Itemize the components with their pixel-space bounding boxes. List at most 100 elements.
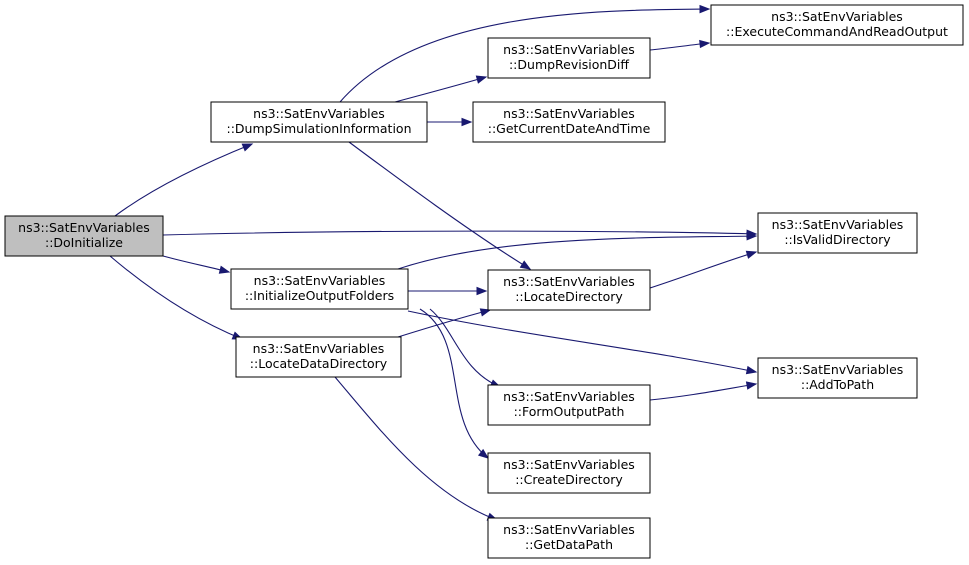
node-box — [487, 452, 651, 494]
arrowhead-icon — [699, 39, 711, 49]
node-getdate[interactable]: ns3::SatEnvVariables::GetCurrentDateAndT… — [472, 101, 666, 143]
node-method-label: ::LocateDataDirectory — [250, 356, 388, 371]
edge-doinit-to-isvalid — [162, 229, 758, 239]
arrowhead-icon — [476, 286, 488, 296]
node-method-label: ::FormOutputPath — [514, 404, 625, 419]
edge-line — [649, 383, 757, 401]
edges-layer — [109, 4, 758, 521]
edge-locdata-to-locdir — [397, 308, 492, 338]
node-namespace-label: ns3::SatEnvVariables — [503, 106, 635, 121]
node-box — [230, 268, 409, 310]
node-namespace-label: ns3::SatEnvVariables — [254, 273, 386, 288]
edge-dumpsim-to-locdir — [348, 141, 532, 270]
arrowhead-icon — [745, 250, 758, 259]
node-method-label: ::AddToPath — [801, 377, 874, 392]
node-doinit[interactable]: ns3::SatEnvVariables::DoInitialize — [4, 215, 164, 257]
node-namespace-label: ns3::SatEnvVariables — [503, 522, 635, 537]
node-namespace-label: ns3::SatEnvVariables — [253, 106, 385, 121]
edge-line — [419, 308, 489, 459]
arrowhead-icon — [519, 260, 532, 270]
edge-initout-to-isvalid — [397, 231, 758, 270]
node-locdata[interactable]: ns3::SatEnvVariables::LocateDataDirector… — [235, 336, 402, 378]
edge-locdir-to-isvalid — [649, 250, 758, 289]
edge-formout-to-addpath — [649, 381, 758, 401]
node-addpath[interactable]: ns3::SatEnvVariables::AddToPath — [757, 357, 918, 399]
arrowhead-icon — [461, 117, 473, 127]
edge-locdata-to-getdata — [334, 376, 499, 521]
arrowhead-icon — [479, 308, 492, 317]
edge-line — [109, 255, 243, 340]
node-box — [487, 384, 651, 426]
node-dumprev[interactable]: ns3::SatEnvVariables::DumpRevisionDiff — [487, 37, 651, 79]
node-namespace-label: ns3::SatEnvVariables — [503, 457, 635, 472]
node-namespace-label: ns3::SatEnvVariables — [503, 389, 635, 404]
edge-doinit-to-initout — [162, 255, 231, 274]
edge-line — [162, 255, 230, 273]
node-box — [487, 269, 651, 311]
node-method-label: ::ExecuteCommandAndReadOutput — [726, 24, 948, 39]
edge-initout-to-formout — [429, 308, 502, 388]
node-namespace-label: ns3::SatEnvVariables — [771, 9, 903, 24]
node-box — [210, 101, 428, 143]
edge-initout-to-createdir — [419, 308, 490, 459]
arrowhead-icon — [475, 75, 488, 84]
node-box — [710, 4, 964, 46]
node-isvalid[interactable]: ns3::SatEnvVariables::IsValidDirectory — [757, 212, 918, 254]
edge-line — [429, 308, 501, 388]
node-namespace-label: ns3::SatEnvVariables — [253, 341, 385, 356]
node-method-label: ::IsValidDirectory — [784, 232, 891, 247]
node-box — [487, 37, 651, 79]
edge-initout-to-locdir — [407, 286, 488, 296]
edge-line — [397, 235, 757, 270]
edge-line — [334, 376, 498, 521]
node-box — [757, 212, 918, 254]
edge-line — [649, 251, 757, 289]
node-namespace-label: ns3::SatEnvVariables — [18, 220, 150, 235]
arrowhead-icon — [218, 265, 231, 274]
node-createdir[interactable]: ns3::SatEnvVariables::CreateDirectory — [487, 452, 651, 494]
edge-line — [397, 309, 491, 338]
node-method-label: ::DoInitialize — [45, 235, 123, 250]
node-box — [757, 357, 918, 399]
edge-dumprev-to-exec — [649, 39, 711, 51]
arrowhead-icon — [699, 4, 711, 14]
nodes-layer: ns3::SatEnvVariables::DoInitializens3::S… — [4, 4, 964, 559]
node-method-label: ::DumpRevisionDiff — [509, 57, 629, 72]
edge-line — [407, 310, 757, 373]
node-box — [487, 517, 651, 559]
node-method-label: ::DumpSimulationInformation — [226, 121, 411, 136]
arrowhead-icon — [241, 143, 254, 152]
edge-dumpsim-to-exec — [339, 4, 711, 103]
node-namespace-label: ns3::SatEnvVariables — [772, 217, 904, 232]
node-box — [235, 336, 402, 378]
node-method-label: ::GetCurrentDateAndTime — [488, 121, 651, 136]
edge-dumpsim-to-getdate — [427, 117, 473, 127]
node-method-label: ::CreateDirectory — [515, 472, 623, 487]
node-getdata[interactable]: ns3::SatEnvVariables::GetDataPath — [487, 517, 651, 559]
arrowhead-icon — [745, 381, 758, 390]
edge-line — [339, 8, 710, 103]
node-namespace-label: ns3::SatEnvVariables — [503, 274, 635, 289]
edge-line — [162, 230, 757, 236]
arrowhead-icon — [477, 448, 490, 459]
node-box — [4, 215, 164, 257]
arrowhead-icon — [746, 231, 758, 241]
edge-initout-to-addpath — [407, 310, 758, 375]
node-namespace-label: ns3::SatEnvVariables — [772, 362, 904, 377]
node-exec[interactable]: ns3::SatEnvVariables::ExecuteCommandAndR… — [710, 4, 964, 46]
node-dumpsim[interactable]: ns3::SatEnvVariables::DumpSimulationInfo… — [210, 101, 428, 143]
node-formout[interactable]: ns3::SatEnvVariables::FormOutputPath — [487, 384, 651, 426]
node-box — [472, 101, 666, 143]
node-namespace-label: ns3::SatEnvVariables — [503, 42, 635, 57]
node-method-label: ::LocateDirectory — [515, 289, 623, 304]
node-method-label: ::GetDataPath — [525, 537, 613, 552]
node-initout[interactable]: ns3::SatEnvVariables::InitializeOutputFo… — [230, 268, 409, 310]
edge-line — [114, 143, 253, 217]
edge-line — [348, 141, 531, 270]
edge-dumpsim-to-dumprev — [394, 75, 488, 103]
node-method-label: ::InitializeOutputFolders — [245, 288, 394, 303]
edge-line — [394, 76, 487, 103]
arrowhead-icon — [745, 365, 758, 375]
node-locdir[interactable]: ns3::SatEnvVariables::LocateDirectory — [487, 269, 651, 311]
